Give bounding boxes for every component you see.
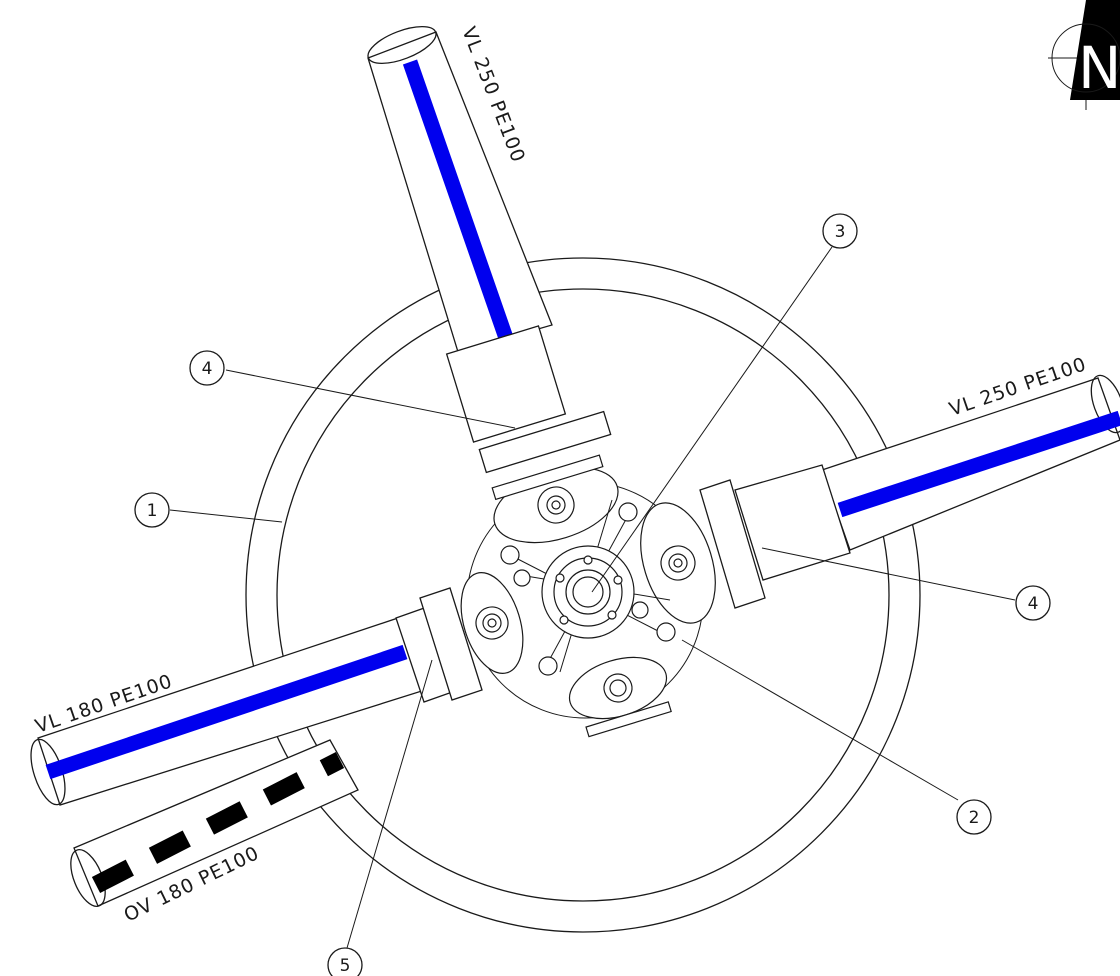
pipe-west-ov180 [70,739,359,907]
valve-west [460,572,524,674]
callout-4-north: 4 [189,350,225,386]
callout-1: 1 [134,492,170,528]
svg-text:1: 1 [147,501,158,521]
svg-text:4: 4 [202,359,213,379]
manifold-hub [541,545,635,639]
north-arrow-letter: N [1078,34,1120,102]
valve-east [640,502,716,624]
callout-4-east: 4 [1015,585,1051,621]
manifold-assembly [460,454,716,738]
callout-3: 3 [822,213,858,249]
north-arrow: N [1048,0,1120,110]
leader-lines [169,246,1016,949]
callout-5: 5 [327,947,363,976]
pipe-east-vl250 [699,374,1120,609]
callout-2: 2 [956,799,992,835]
valve-south [568,656,672,738]
pipe-west-vl180 [30,587,483,806]
svg-text:5: 5 [340,956,351,976]
svg-text:3: 3 [835,222,846,242]
pipe-north-vl250 [367,25,612,474]
svg-text:4: 4 [1028,594,1039,614]
valve-north [491,454,619,544]
svg-text:2: 2 [969,808,980,828]
